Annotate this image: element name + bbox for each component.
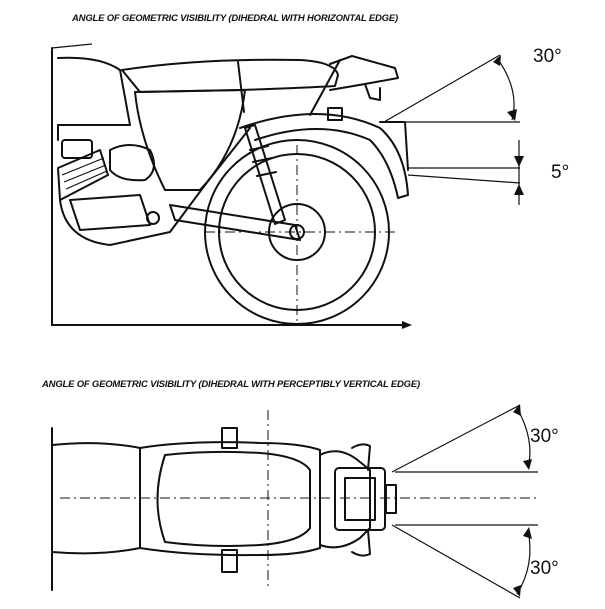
top-view-caption: ANGLE OF GEOMETRIC VISIBILITY (DIHEDRAL … [42,379,420,390]
angle-label-30-upper: 30° [530,426,559,447]
tail-lamp [385,484,397,514]
side-view-caption: ANGLE OF GEOMETRIC VISIBILITY (DIHEDRAL … [72,13,398,24]
swing-arm [169,204,301,241]
angle-label-30-top: 30° [533,46,562,67]
fuel-tank [57,56,131,126]
shock-absorber [244,124,286,225]
engine-cover [61,139,93,159]
angle-label-30-lower: 30° [530,558,559,579]
footpeg-right [221,549,238,573]
ground-arrow-icon [402,321,412,329]
exhaust-pipe [57,149,109,201]
upper-visibility-ray [383,54,501,123]
lower-visibility-ray-bottom [391,524,521,599]
side-cover [134,89,246,191]
lower-visibility-ray [407,174,521,184]
rear-fender [239,113,409,199]
top-view-tank [139,441,321,557]
side-view-motorcycle [51,43,524,329]
footpeg-left [221,427,238,449]
top-view-motorcycle [51,404,540,599]
luggage-rack [329,55,399,91]
angle-label-5: 5° [551,162,569,183]
rear-section [319,450,371,549]
seat [121,58,339,93]
upper-visibility-ray-bottom [391,404,521,473]
